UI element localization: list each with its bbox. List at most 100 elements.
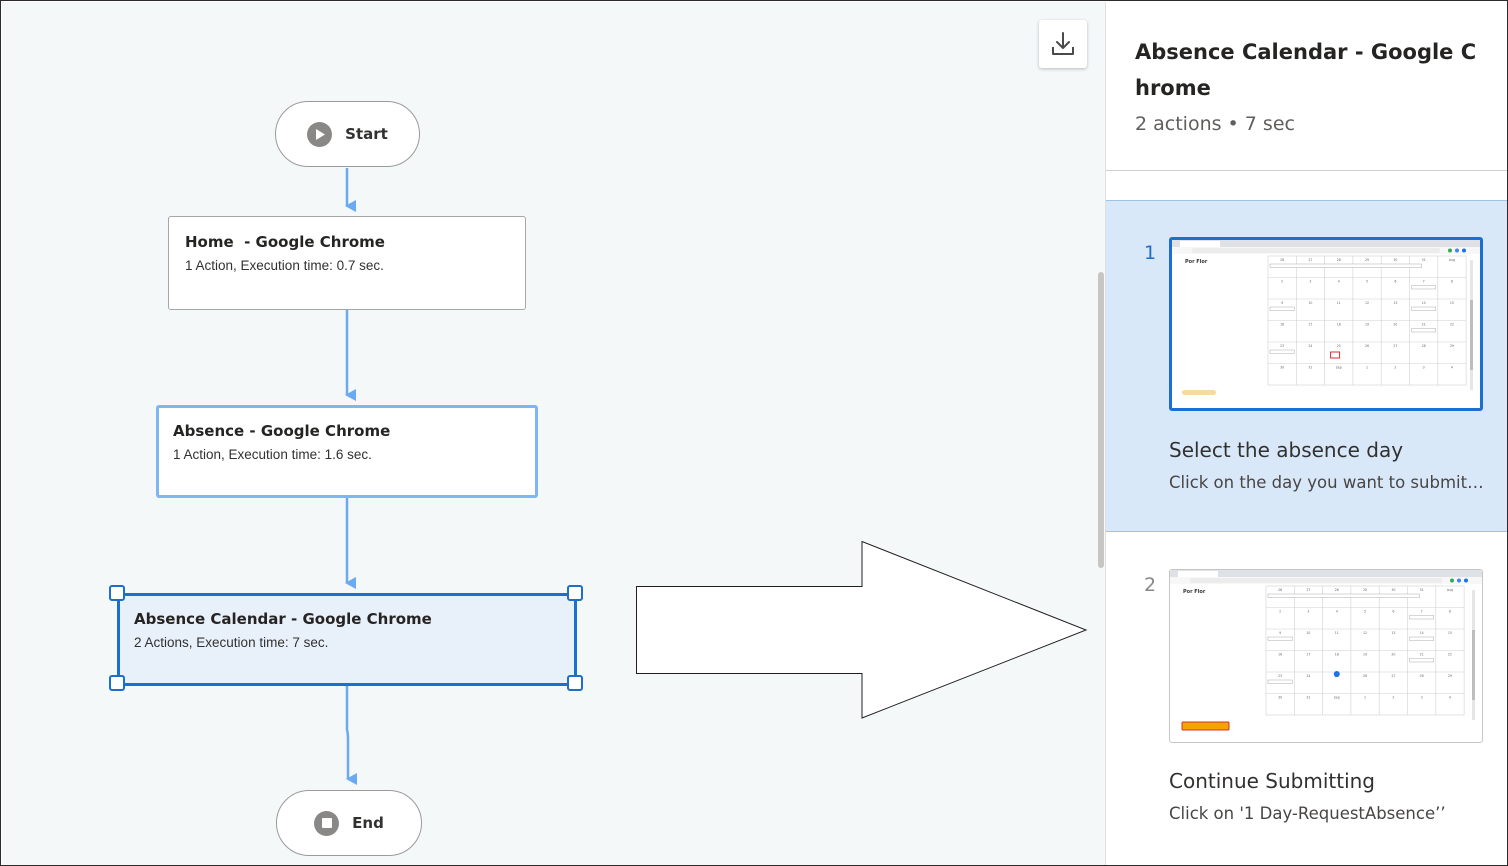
svg-text:11: 11	[1335, 631, 1339, 635]
stop-icon	[314, 810, 340, 836]
svg-text:25: 25	[1337, 344, 1341, 348]
svg-text:15: 15	[1448, 631, 1452, 635]
svg-text:10: 10	[1308, 301, 1312, 305]
svg-text:2: 2	[1394, 366, 1396, 370]
svg-text:27: 27	[1308, 258, 1312, 262]
svg-text:4: 4	[1338, 280, 1340, 284]
end-node[interactable]: End	[276, 790, 422, 856]
step-number: 2	[1144, 574, 1157, 596]
svg-text:3: 3	[1421, 696, 1423, 700]
svg-text:29: 29	[1450, 344, 1454, 348]
svg-text:11: 11	[1337, 301, 1341, 305]
canvas-scrollbar[interactable]	[1098, 272, 1104, 568]
svg-text:24: 24	[1306, 674, 1310, 678]
svg-text:28: 28	[1422, 344, 1426, 348]
svg-text:7: 7	[1423, 280, 1425, 284]
svg-text:19: 19	[1363, 653, 1367, 657]
svg-text:4: 4	[1336, 610, 1338, 614]
flow-node-absence[interactable]: Absence - Google Chrome 1 Action, Execut…	[156, 405, 538, 498]
start-label: Start	[345, 125, 388, 143]
svg-text:18: 18	[1337, 323, 1341, 327]
svg-text:4: 4	[1449, 696, 1451, 700]
svg-text:7: 7	[1421, 610, 1423, 614]
svg-text:13: 13	[1391, 631, 1395, 635]
svg-text:22: 22	[1450, 323, 1454, 327]
svg-text:2: 2	[1279, 610, 1281, 614]
start-node[interactable]: Start	[275, 101, 420, 167]
flow-canvas[interactable]: Start Home - Google Chrome 1 Action, Exe…	[2, 2, 1105, 865]
panel-header: Absence Calendar - Google Chrome 2 actio…	[1106, 2, 1507, 171]
svg-text:31: 31	[1422, 258, 1426, 262]
svg-text:21: 21	[1422, 323, 1426, 327]
play-icon	[307, 121, 333, 147]
svg-text:31: 31	[1306, 696, 1310, 700]
node-title: Absence Calendar - Google Chrome	[134, 610, 432, 628]
svg-text:1: 1	[1366, 366, 1368, 370]
svg-text:29: 29	[1365, 258, 1369, 262]
svg-text:29: 29	[1363, 588, 1367, 592]
svg-text:Por Flor: Por Flor	[1185, 259, 1208, 265]
svg-text:16: 16	[1278, 653, 1282, 657]
svg-text:Aug: Aug	[1449, 258, 1455, 262]
svg-text:16: 16	[1280, 323, 1284, 327]
svg-text:Aug: Aug	[1447, 588, 1453, 592]
node-title: Absence - Google Chrome	[173, 422, 391, 440]
svg-text:6: 6	[1394, 280, 1396, 284]
svg-text:26: 26	[1280, 258, 1284, 262]
node-subtitle: 1 Action, Execution time: 0.7 sec.	[185, 258, 384, 273]
connector-calendar-end	[345, 686, 357, 785]
flow-connectors	[345, 168, 357, 785]
svg-text:5: 5	[1364, 610, 1366, 614]
flow-node-home[interactable]: Home - Google Chrome 1 Action, Execution…	[168, 216, 526, 310]
resize-handle-top-left[interactable]	[109, 585, 125, 601]
svg-text:28: 28	[1335, 588, 1339, 592]
svg-text:26: 26	[1365, 344, 1369, 348]
svg-text:14: 14	[1420, 631, 1424, 635]
download-button[interactable]	[1039, 20, 1087, 68]
download-icon	[1052, 32, 1074, 55]
svg-text:18: 18	[1335, 653, 1339, 657]
svg-text:3: 3	[1307, 610, 1309, 614]
panel-meta: 2 actions • 7 sec	[1135, 113, 1295, 135]
svg-text:29: 29	[1448, 674, 1452, 678]
svg-text:8: 8	[1451, 280, 1453, 284]
svg-text:14: 14	[1422, 301, 1426, 305]
panel-title: Absence Calendar - Google Chrome	[1135, 40, 1477, 100]
svg-text:27: 27	[1306, 588, 1310, 592]
svg-text:5: 5	[1366, 280, 1368, 284]
svg-text:Sep: Sep	[1336, 366, 1342, 370]
svg-text:22: 22	[1448, 653, 1452, 657]
step-title: Select the absence day	[1169, 438, 1404, 462]
svg-text:24: 24	[1308, 344, 1312, 348]
svg-text:28: 28	[1420, 674, 1424, 678]
svg-text:21: 21	[1420, 653, 1424, 657]
svg-text:4: 4	[1451, 366, 1453, 370]
node-subtitle: 1 Action, Execution time: 1.6 sec.	[173, 447, 372, 462]
annotation-arrow-icon	[636, 541, 1088, 719]
step-description: Click on the day you want to submit abse…	[1169, 473, 1484, 492]
node-subtitle: 2 Actions, Execution time: 7 sec.	[134, 635, 329, 650]
svg-text:8: 8	[1449, 610, 1451, 614]
resize-handle-top-right[interactable]	[567, 585, 583, 601]
flow-node-absence-calendar[interactable]: Absence Calendar - Google Chrome 2 Actio…	[117, 593, 577, 686]
svg-text:23: 23	[1280, 344, 1284, 348]
svg-text:17: 17	[1308, 323, 1312, 327]
step-description: Click on '1 Day-RequestAbsence’’	[1169, 804, 1446, 823]
svg-text:Sep: Sep	[1334, 696, 1340, 700]
resize-handle-bottom-left[interactable]	[109, 675, 125, 691]
svg-text:1: 1	[1364, 696, 1366, 700]
svg-text:27: 27	[1391, 674, 1395, 678]
svg-text:30: 30	[1391, 588, 1395, 592]
svg-text:9: 9	[1281, 301, 1283, 305]
resize-handle-bottom-right[interactable]	[567, 675, 583, 691]
svg-text:20: 20	[1393, 323, 1397, 327]
svg-text:27: 27	[1393, 344, 1397, 348]
svg-text:12: 12	[1365, 301, 1369, 305]
